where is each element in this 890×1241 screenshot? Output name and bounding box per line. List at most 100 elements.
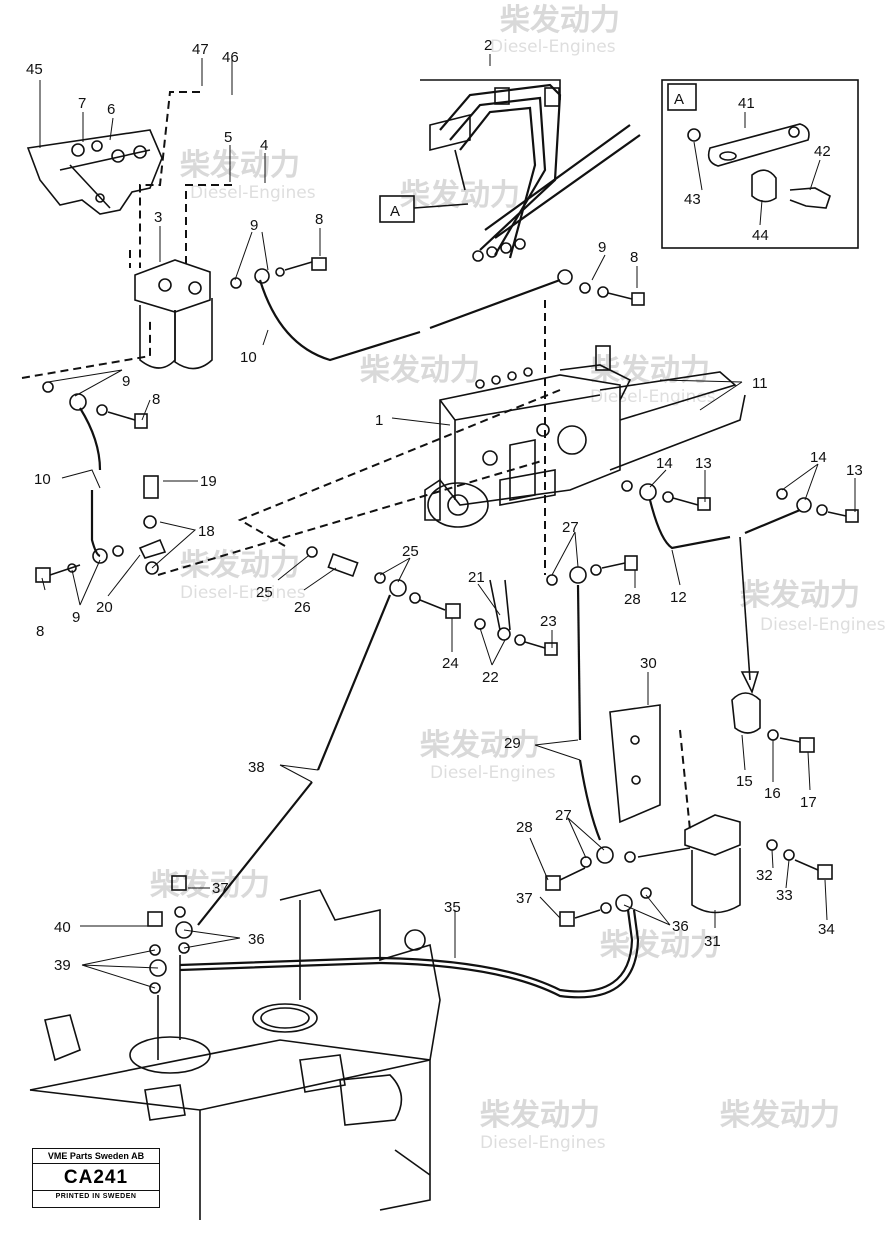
watermark-brand: 柴发动力 [150, 868, 270, 903]
leader-lines [39, 54, 856, 989]
fuel-line-35 [179, 909, 640, 999]
label-8: 8 [36, 623, 44, 640]
label-32: 32 [756, 867, 773, 884]
detail-a-letter: A [674, 91, 684, 108]
label-41: 41 [738, 95, 755, 112]
label-42: 42 [814, 143, 831, 160]
label-27: 27 [555, 807, 572, 824]
label-31: 31 [704, 933, 721, 950]
label-36: 36 [248, 931, 265, 948]
watermark-brand: 柴发动力 [600, 928, 720, 963]
dashed-routing [21, 91, 691, 831]
label-9: 9 [598, 239, 606, 256]
stamp-code: CA241 [63, 1167, 129, 1188]
label-2: 2 [484, 37, 492, 54]
label-19: 19 [200, 473, 217, 490]
label-43: 43 [684, 191, 701, 208]
tank-fittings [147, 875, 193, 1060]
label-9: 9 [250, 217, 258, 234]
label-9: 9 [72, 609, 80, 626]
label-6: 6 [107, 101, 115, 118]
fuel-line-10-upper [230, 257, 645, 362]
label-21: 21 [468, 569, 485, 586]
label-26: 26 [294, 599, 311, 616]
label-13: 13 [846, 462, 863, 479]
fuel-line-12 [621, 480, 859, 695]
watermark-brand: 柴发动力 [720, 1098, 840, 1133]
watermark-brand: 柴发动力 [500, 3, 620, 38]
watermark-brand: 柴发动力 [740, 578, 860, 613]
label-8: 8 [152, 391, 160, 408]
detail-a-marker-letter: A [390, 203, 400, 220]
watermark-sub: Diesel-Engines [430, 763, 556, 783]
label-34: 34 [818, 921, 835, 938]
injection-pipes [420, 79, 641, 262]
label-33: 33 [776, 887, 793, 904]
label-22: 22 [482, 669, 499, 686]
label-29: 29 [504, 735, 521, 752]
label-11: 11 [752, 375, 768, 392]
fuel-filter-31 [559, 814, 833, 927]
fuel-line-10-lower [35, 381, 167, 583]
label-35: 35 [444, 899, 461, 916]
label-28: 28 [624, 591, 641, 608]
label-25: 25 [402, 543, 419, 560]
label-23: 23 [540, 613, 557, 630]
label-30: 30 [640, 655, 657, 672]
return-line-29 [545, 555, 691, 891]
label-12: 12 [670, 589, 687, 606]
label-5: 5 [224, 129, 232, 146]
watermark-brand: 柴发动力 [360, 353, 480, 388]
label-14: 14 [656, 455, 673, 472]
watermark-sub: Diesel-Engines [760, 615, 886, 635]
watermark-sub: Diesel-Engines [490, 37, 616, 57]
watermark-sub: Diesel-Engines [480, 1133, 606, 1153]
label-36: 36 [672, 918, 689, 935]
label-44: 44 [752, 227, 769, 244]
watermark-sub: Diesel-Engines [590, 387, 716, 407]
label-10: 10 [240, 349, 257, 366]
label-7: 7 [78, 95, 86, 112]
label-24: 24 [442, 655, 459, 672]
middle-fittings [197, 546, 558, 926]
watermark-sub: Diesel-Engines [190, 183, 316, 203]
catalog-stamp: VME Parts Sweden AB CA241 PRINTED IN SWE… [32, 1148, 160, 1208]
label-8: 8 [630, 249, 638, 266]
detail-a-marker [379, 195, 415, 223]
label-39: 39 [54, 957, 71, 974]
watermark-brand: 柴发动力 [180, 548, 300, 583]
label-20: 20 [96, 599, 113, 616]
label-46: 46 [222, 49, 239, 66]
label-17: 17 [800, 794, 817, 811]
clamp-15 [731, 692, 815, 753]
stamp-footer: PRINTED IN SWEDEN [33, 1190, 159, 1202]
label-10: 10 [34, 471, 51, 488]
marker-leader [413, 203, 469, 209]
watermark-brand: 柴发动力 [420, 728, 540, 763]
filter-bracket-30 [609, 704, 661, 824]
watermark-brand: 柴发动力 [180, 148, 300, 183]
stamp-company: VME Parts Sweden AB [33, 1149, 159, 1164]
label-40: 40 [54, 919, 71, 936]
label-3: 3 [154, 209, 162, 226]
injection-pump [424, 345, 746, 528]
label-14: 14 [810, 449, 827, 466]
label-18: 18 [198, 523, 215, 540]
label-27: 27 [562, 519, 579, 536]
label-38: 38 [248, 759, 265, 776]
label-16: 16 [764, 785, 781, 802]
label-4: 4 [260, 137, 268, 154]
watermark-brand: 柴发动力 [480, 1098, 600, 1133]
fuel-tank [29, 889, 441, 1220]
label-25: 25 [256, 584, 273, 601]
label-13: 13 [695, 455, 712, 472]
fuel-filter-upper [134, 259, 213, 370]
label-9: 9 [122, 373, 130, 390]
label-37: 37 [212, 880, 229, 897]
label-28: 28 [516, 819, 533, 836]
part-number-labels: 45 7 6 47 46 5 4 3 9 8 2 9 8 10 9 8 1 11… [26, 37, 863, 974]
label-37: 37 [516, 890, 533, 907]
watermark-sub: Diesel-Engines [180, 583, 306, 603]
label-47: 47 [192, 41, 209, 58]
bracket-assembly [26, 129, 163, 215]
